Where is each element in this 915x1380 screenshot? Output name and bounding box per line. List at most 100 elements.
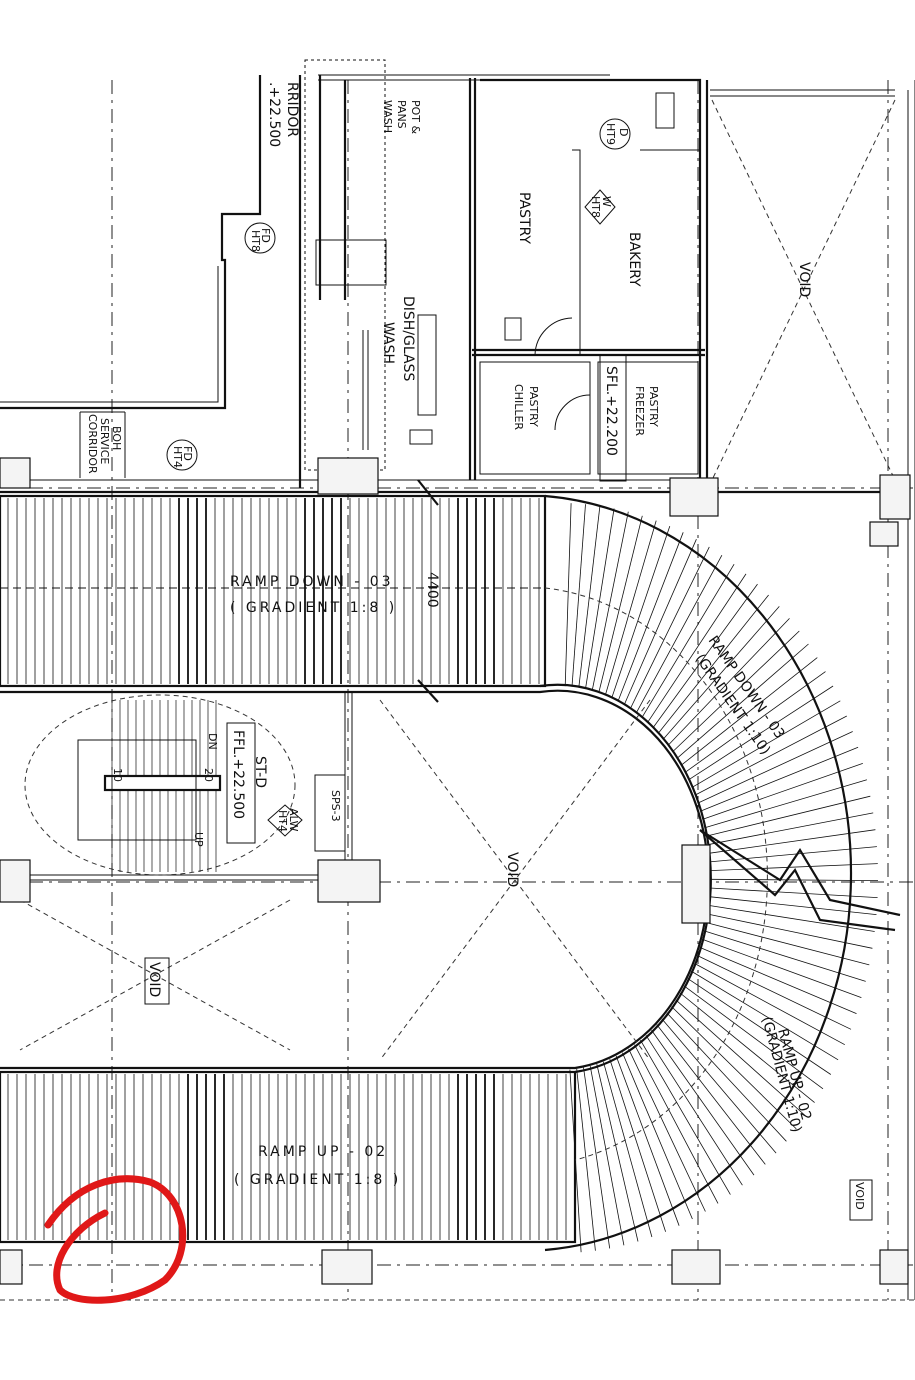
ramp-hatch-line — [676, 643, 809, 759]
stair-dn-label: DN — [206, 733, 219, 750]
boh-line3: CORRIDOR — [86, 414, 99, 474]
void-center-label: VOID — [504, 852, 520, 887]
ramp-hatch-line — [706, 795, 871, 837]
d-tag: D — [617, 128, 630, 136]
ramp-hatch-line — [709, 887, 878, 898]
ramp-hatch-line — [651, 1029, 755, 1176]
ramp-hatch-line — [578, 505, 601, 688]
ramp-hatch-line — [709, 878, 879, 881]
ramp-hatch-line — [691, 700, 841, 788]
ramp-hatch-line — [576, 1068, 596, 1251]
d-tag-num: HT9 — [604, 123, 617, 145]
ramp-hatch-line — [636, 555, 723, 713]
ramp-hatch-line — [700, 746, 859, 812]
ramp-hatch-line — [656, 1024, 766, 1165]
void-top-label: VOID — [796, 262, 812, 297]
boh-line1: BOH — [110, 426, 123, 450]
ramp-hatch-line — [699, 947, 857, 1014]
ramp-hatch-line — [623, 539, 697, 705]
ramp-hatch-line — [684, 671, 826, 773]
pot-pans-wash-line1: POT & — [409, 100, 422, 135]
ramp-hatch-line — [690, 970, 839, 1061]
ramp-hatch-line — [679, 992, 815, 1103]
ramp-hatch-line — [569, 1069, 582, 1253]
corridor-label: RRIDOR — [284, 82, 300, 137]
ramp-hatch-line — [672, 630, 800, 752]
structural-columns — [0, 457, 911, 1285]
upper-rooms-walls — [0, 59, 910, 494]
ramp-hatch-line — [687, 978, 832, 1075]
ramp-hatch-line — [668, 618, 790, 746]
fd-tag-lower: FD — [181, 446, 194, 461]
ramp-hatch-line — [596, 1064, 639, 1242]
ramp-hatch-line — [630, 546, 710, 709]
fd-tag-top: FD — [259, 228, 272, 243]
ramp-hatch-line — [603, 1061, 653, 1238]
ramp-hatch-line — [704, 930, 866, 982]
fd-tag-top-num: HT8 — [249, 230, 262, 252]
stair-tread-a: 10 — [111, 768, 124, 782]
ramp-hatch-line — [617, 532, 684, 702]
fd-tag-lower-num: HT4 — [171, 446, 184, 468]
ramp-hatch-line — [598, 515, 643, 693]
ramp-hatch-line — [583, 1067, 611, 1249]
gridlines — [0, 80, 915, 1301]
pastry-room-label: PASTRY — [516, 192, 532, 244]
ramp-hatch-line — [605, 520, 657, 696]
ramp-up-gradient: ( GRADIENT 1:8 ) — [234, 1172, 401, 1188]
pastry-chiller-line1: PASTRY — [527, 386, 540, 427]
w-tag-num: HT8 — [589, 196, 602, 218]
ramp-hatch-line — [666, 1012, 787, 1142]
stair-level: FFL.+22.500 — [230, 730, 246, 819]
ramp-hatch-line — [697, 955, 852, 1030]
ramp-hatch-line — [688, 685, 834, 781]
pastry-freezer-line2: FREEZER — [633, 386, 646, 436]
ramp-hatch-line — [645, 1035, 743, 1186]
ramp-hatch-line — [707, 812, 874, 846]
ramp-down-gradient: ( GRADIENT 1:8 ) — [230, 600, 397, 616]
bakery-room-label: BAKERY — [626, 232, 642, 287]
ramp-hatch-line — [702, 763, 863, 820]
ramp-hatch-line — [695, 715, 847, 796]
ramp-hatch-line — [661, 1018, 777, 1154]
pot-pans-wash-line3: WASH — [381, 100, 394, 133]
ramp-down-straight — [0, 479, 547, 703]
red-markup-circle — [44, 1175, 187, 1304]
ramp-hatch-line — [708, 829, 876, 854]
ramp-hatch-line — [647, 573, 747, 723]
pastry-chiller-line2: CHILLER — [512, 384, 525, 430]
ramp-hatch-line — [697, 731, 853, 804]
ramp-hatch-line — [640, 1039, 731, 1195]
w-tag: W — [600, 196, 613, 207]
ramp-hatch-line — [694, 963, 845, 1046]
void-left-label: VOID — [146, 962, 162, 997]
pastry-freezer-line1: PASTRY — [647, 386, 660, 427]
void-right-label: VOID — [853, 1182, 866, 1210]
ramp-hatch-line — [681, 657, 818, 766]
pastry-freezer-level: SFL.+22.200 — [603, 366, 619, 456]
pot-pans-wash-line2: PANS — [395, 100, 408, 129]
stair-up-label: UP — [192, 832, 205, 847]
ramp-down-title: RAMP DOWN - 03 — [230, 574, 394, 590]
alw-tag: ALW — [287, 808, 300, 832]
dish-glass-wash-line2: WASH — [380, 322, 396, 364]
dish-glass-wash-line1: DISH/GLASS — [400, 296, 416, 381]
corridor-level: .+22.500 — [266, 82, 282, 147]
alw-tag-num: HT4 — [276, 810, 289, 832]
ramp-hatch-line — [707, 913, 873, 949]
ramp-hatch-line — [705, 922, 870, 966]
central-void — [0, 689, 710, 1070]
void-top-cross — [711, 80, 915, 1300]
ramp-hatch-line — [591, 511, 629, 691]
ramp-hatch-line — [609, 1058, 666, 1232]
ramp-hatch-line — [571, 504, 586, 687]
ramp-hatch-line — [683, 985, 824, 1090]
ramp-hatch-line — [611, 525, 671, 698]
ramp-hatch-line — [628, 1048, 706, 1212]
ramp-hatch-line — [652, 583, 758, 728]
ramp-hatch-line — [658, 594, 769, 734]
ramp-hatch-line — [709, 896, 877, 915]
ramp-hatch-line — [709, 846, 877, 863]
boh-line2: SERVICE — [98, 418, 111, 464]
